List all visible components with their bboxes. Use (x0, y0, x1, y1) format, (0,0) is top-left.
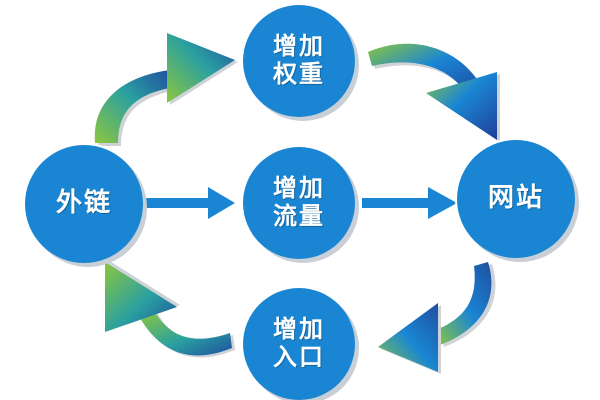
node-label-line2: 流量 (273, 202, 325, 230)
arrow-entrances-to-backlinks (105, 260, 235, 358)
node-backlinks: 外链 (25, 145, 143, 263)
node-label: 外链 (55, 188, 112, 219)
node-label-line2: 入口 (273, 343, 325, 371)
node-website: 网站 (457, 140, 575, 258)
arrow-backlinks-to-traffic (145, 187, 235, 219)
arrow-weight-to-website (368, 43, 500, 142)
node-label-line1: 增加 (273, 174, 325, 203)
arrow-website-to-entrances (378, 262, 496, 374)
node-label-line1: 增加 (273, 315, 325, 344)
node-increase-weight: 增加 权重 (243, 5, 355, 117)
node-label-line1: 增加 (273, 32, 325, 61)
node-increase-traffic: 增加 流量 (243, 147, 355, 259)
node-label: 网站 (487, 183, 544, 214)
arrow-traffic-to-website (362, 187, 457, 219)
node-increase-entrances: 增加 入口 (243, 288, 355, 400)
arrow-backlinks-to-weight (94, 33, 238, 146)
node-label-line2: 权重 (273, 60, 325, 88)
